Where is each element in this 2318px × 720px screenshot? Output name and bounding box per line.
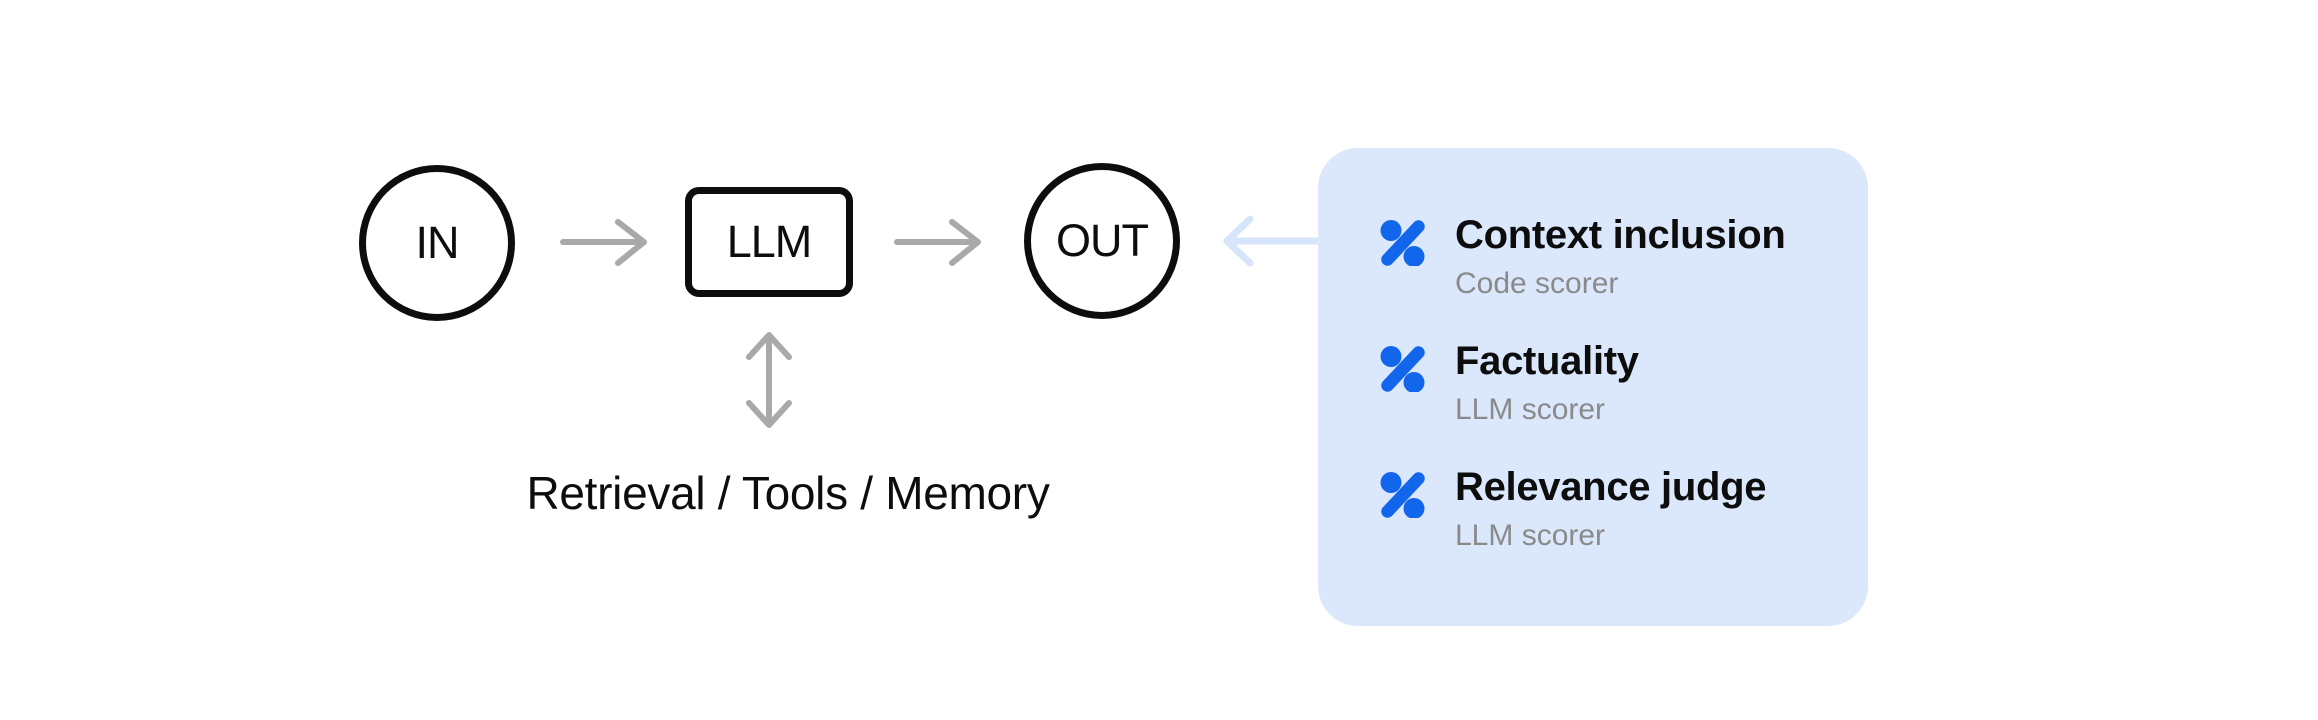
output-node: OUT xyxy=(1024,163,1180,319)
percent-icon xyxy=(1380,220,1425,266)
percent-icon xyxy=(1380,472,1425,518)
scorer-subtitle: Code scorer xyxy=(1455,267,1619,300)
percent-icon xyxy=(1380,346,1425,392)
right-arrow-icon xyxy=(560,219,647,266)
scorer-item-context-inclusion: Context inclusion Code scorer xyxy=(1380,212,1786,301)
up-down-arrow-icon xyxy=(746,332,792,428)
scorer-texts: Factuality LLM scorer xyxy=(1455,338,1639,427)
scorer-subtitle: LLM scorer xyxy=(1455,393,1606,426)
scorer-item-relevance-judge: Relevance judge LLM scorer xyxy=(1380,464,1766,553)
scorer-title: Factuality xyxy=(1455,339,1639,383)
input-node: IN xyxy=(359,165,515,321)
scorer-title: Context inclusion xyxy=(1455,213,1786,257)
retrieval-tools-memory-label: Retrieval / Tools / Memory xyxy=(526,467,1050,519)
right-arrow-icon xyxy=(894,219,981,266)
scorer-title: Relevance judge xyxy=(1455,465,1767,509)
left-arrow-icon xyxy=(1223,215,1322,267)
scorer-item-factuality: Factuality LLM scorer xyxy=(1380,338,1639,427)
output-node-label: OUT xyxy=(1056,215,1149,266)
scorer-texts: Context inclusion Code scorer xyxy=(1455,212,1786,301)
llm-node-label: LLM xyxy=(726,216,813,267)
llm-node: LLM xyxy=(685,187,853,297)
input-node-label: IN xyxy=(415,217,460,268)
scorer-subtitle: LLM scorer xyxy=(1455,519,1606,552)
scorer-texts: Relevance judge LLM scorer xyxy=(1455,464,1766,553)
scorer-panel: Context inclusion Code scorer Factuality… xyxy=(1318,148,1868,626)
